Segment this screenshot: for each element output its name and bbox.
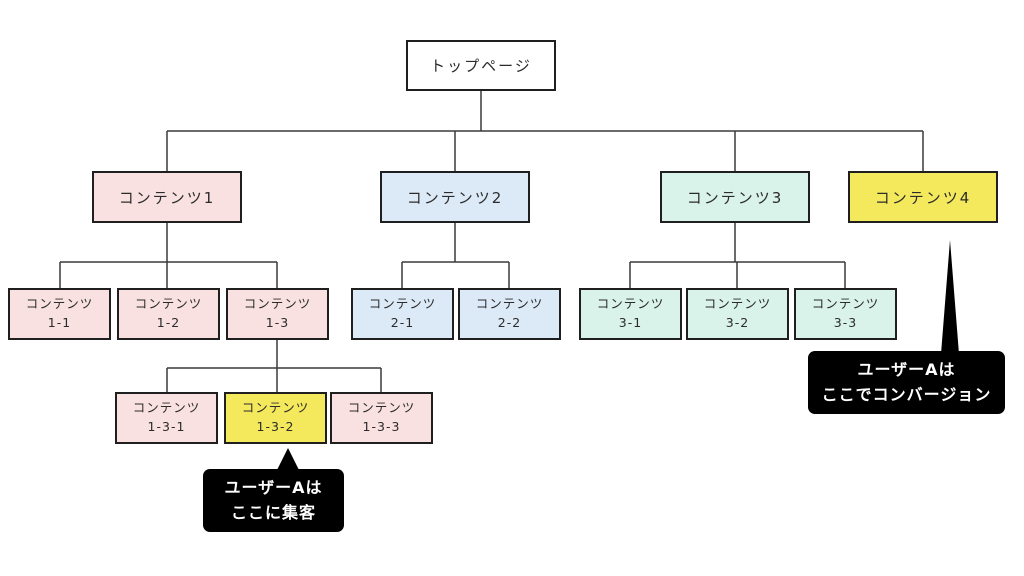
callout-conversion: ユーザーAは ここでコンバージョン [808,351,1005,414]
node-content-3-3: コンテンツ 3-3 [794,288,897,340]
node-content-1-2: コンテンツ 1-2 [117,288,220,340]
node-content-3: コンテンツ3 [660,171,810,223]
node-content-3-2: コンテンツ 3-2 [686,288,789,340]
node-content-1-3-3: コンテンツ 1-3-3 [330,392,433,444]
callout-conversion-pointer [941,240,959,354]
node-content-4: コンテンツ4 [848,171,998,223]
node-content-1-3-2: コンテンツ 1-3-2 [224,392,327,444]
node-content-1-3: コンテンツ 1-3 [226,288,329,340]
node-content-2-1: コンテンツ 2-1 [351,288,454,340]
node-content-2-2: コンテンツ 2-2 [458,288,561,340]
node-top-page: トップページ [406,40,556,91]
node-content-1: コンテンツ1 [92,171,242,223]
node-content-1-3-1: コンテンツ 1-3-1 [115,392,218,444]
callout-attract: ユーザーAは ここに集客 [203,469,344,532]
node-content-3-1: コンテンツ 3-1 [579,288,682,340]
callout-attract-pointer [276,448,300,472]
node-content-1-1: コンテンツ 1-1 [8,288,111,340]
node-content-2: コンテンツ2 [380,171,530,223]
